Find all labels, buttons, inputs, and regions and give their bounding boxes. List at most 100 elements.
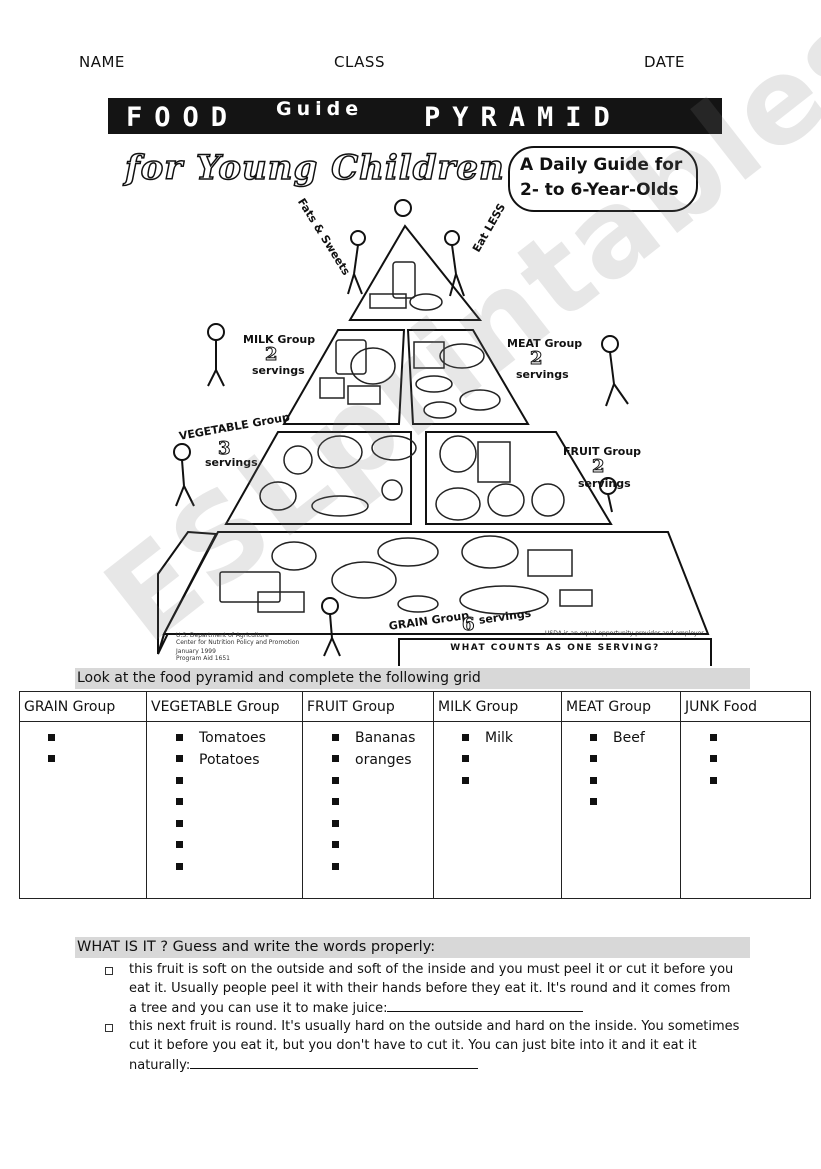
serving-box xyxy=(398,638,712,666)
bullet-square-icon xyxy=(332,841,339,848)
bullet-square-icon xyxy=(590,798,597,805)
question-2-line-1: this next fruit is round. It's usually h… xyxy=(129,1019,740,1034)
grid-item[interactable]: Potatoes xyxy=(176,750,302,772)
meat-servings-label: servings xyxy=(516,368,569,381)
question-1-line-3-wrap: a tree and you can use it to make juice: xyxy=(129,998,584,1018)
meat-servings-number: 2 xyxy=(530,348,543,370)
fruit-group-label: FRUIT Group xyxy=(563,445,642,458)
grid-cell-junk[interactable] xyxy=(680,721,811,899)
grid-item-text: Potatoes xyxy=(199,751,260,768)
guide-line-2: 2- to 6-Year-Olds xyxy=(520,180,679,200)
usda-line-4: Program Aid 1651 xyxy=(176,655,230,662)
question-1-line-1: this fruit is soft on the outside and so… xyxy=(129,962,734,977)
grid-item[interactable] xyxy=(176,857,302,879)
bullet-square-icon xyxy=(332,733,339,741)
question-1-line-3: a tree and you can use it to make juice: xyxy=(129,1001,388,1016)
bullet-square-icon xyxy=(332,862,339,870)
serving-box-title: WHAT COUNTS AS ONE SERVING? xyxy=(450,643,660,653)
vegetable-servings-number: 3 xyxy=(218,438,231,460)
grid-item[interactable] xyxy=(332,793,433,815)
grid-item[interactable] xyxy=(332,814,433,836)
grid-header-meat: MEAT Group xyxy=(561,691,681,722)
grid-item[interactable] xyxy=(332,857,433,879)
fruit-list: Bananas oranges xyxy=(332,728,433,879)
bullet-square-icon xyxy=(48,755,55,762)
milk-list: Milk xyxy=(462,728,561,793)
grid-item[interactable] xyxy=(48,750,146,772)
answer-2-blank[interactable] xyxy=(190,1055,479,1069)
bullet-square-icon xyxy=(710,755,717,762)
grid-item[interactable] xyxy=(48,728,146,750)
grid-item[interactable] xyxy=(710,750,810,772)
question-1-line-2: eat it. Usually people peel it with thei… xyxy=(129,981,731,996)
bullet-square-icon xyxy=(48,733,55,741)
food-group-grid: GRAIN Group VEGETABLE Group FRUIT Group … xyxy=(19,691,811,899)
grid-item[interactable] xyxy=(176,814,302,836)
grid-item[interactable] xyxy=(590,793,680,815)
class-label: CLASS xyxy=(334,53,385,71)
bullet-square-icon xyxy=(332,819,339,827)
grid-item[interactable] xyxy=(332,771,433,793)
question-2-bullet xyxy=(105,1024,113,1032)
instruction-text: Look at the food pyramid and complete th… xyxy=(77,670,481,686)
poster-subtitle: for Young Children xyxy=(124,147,505,189)
bullet-square-icon xyxy=(590,733,597,741)
grid-item[interactable] xyxy=(462,771,561,793)
grid-item-text: Tomatoes xyxy=(199,730,266,746)
sun-icon xyxy=(394,199,412,217)
grain-list xyxy=(48,728,146,771)
bullet-square-icon xyxy=(176,755,183,762)
bullet-square-icon xyxy=(590,776,597,784)
grid-cell-milk[interactable]: Milk xyxy=(433,721,562,899)
grid-item[interactable] xyxy=(176,836,302,858)
grid-item[interactable] xyxy=(710,771,810,793)
grid-item[interactable] xyxy=(176,793,302,815)
bullet-square-icon xyxy=(462,733,469,741)
grid-header-fruit: FRUIT Group xyxy=(302,691,434,722)
junk-list xyxy=(710,728,810,793)
question-2-line-3-wrap: naturally: xyxy=(129,1055,479,1075)
bullet-square-icon xyxy=(332,755,339,762)
milk-servings-number: 2 xyxy=(265,344,278,366)
grid-item[interactable] xyxy=(590,750,680,772)
grid-item-text: Beef xyxy=(613,730,645,746)
grid-header-vegetable: VEGETABLE Group xyxy=(146,691,303,722)
grid-item[interactable] xyxy=(590,771,680,793)
question-2-line-3: naturally: xyxy=(129,1058,191,1073)
fruit-servings-number: 2 xyxy=(592,456,605,478)
grid-item[interactable] xyxy=(710,728,810,750)
section2-title: WHAT IS IT ? Guess and write the words p… xyxy=(77,939,436,955)
grid-item[interactable] xyxy=(462,750,561,772)
question-1-bullet xyxy=(105,967,113,975)
grid-item[interactable]: oranges xyxy=(332,750,433,772)
grid-header-row: GRAIN Group VEGETABLE Group FRUIT Group … xyxy=(19,691,811,722)
grid-cell-fruit[interactable]: Bananas oranges xyxy=(302,721,434,899)
answer-1-blank[interactable] xyxy=(387,998,584,1012)
date-label: DATE xyxy=(644,53,686,71)
bullet-square-icon xyxy=(176,862,183,870)
name-label: NAME xyxy=(79,53,125,71)
meat-list: Beef xyxy=(590,728,680,814)
grid-item[interactable]: Bananas xyxy=(332,728,433,750)
bullet-square-icon xyxy=(176,733,183,741)
grid-item[interactable] xyxy=(332,836,433,858)
grid-cell-meat[interactable]: Beef xyxy=(561,721,681,899)
grid-item[interactable] xyxy=(176,771,302,793)
bullet-square-icon xyxy=(176,776,183,784)
vegetable-servings-label: servings xyxy=(205,456,258,469)
usda-line-3: January 1999 xyxy=(176,648,216,655)
bullet-square-icon xyxy=(462,755,469,762)
grid-item-text: Bananas xyxy=(355,730,416,746)
usda-line-1: U.S. Department of Agriculture xyxy=(176,632,269,639)
grid-item[interactable]: Beef xyxy=(590,728,680,750)
grid-item-text: oranges xyxy=(355,751,412,768)
grid-item-text: Milk xyxy=(485,730,513,746)
grid-header-grain: GRAIN Group xyxy=(19,691,147,722)
grid-item[interactable]: Tomatoes xyxy=(176,728,302,750)
grid-cell-grain[interactable] xyxy=(19,721,147,899)
grid-item[interactable]: Milk xyxy=(462,728,561,750)
bullet-square-icon xyxy=(710,733,717,741)
